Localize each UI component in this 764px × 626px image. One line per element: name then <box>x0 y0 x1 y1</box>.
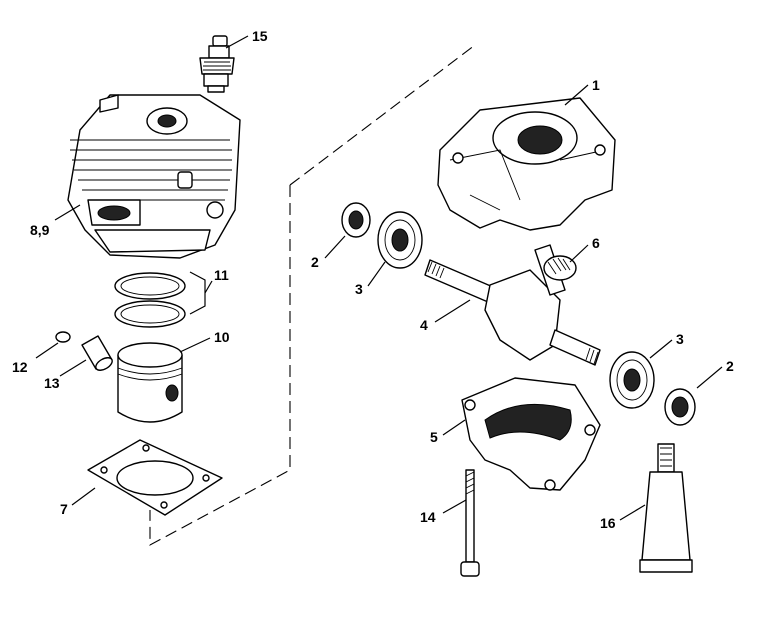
crankcase-upper[interactable] <box>437 97 616 231</box>
callout-7: 7 <box>60 501 68 517</box>
crankcase-screw[interactable] <box>460 469 480 577</box>
crankcase-lower[interactable] <box>461 377 601 491</box>
oil-seal-right[interactable] <box>664 388 696 426</box>
callout-4: 4 <box>420 317 428 333</box>
leader-lines <box>35 35 723 521</box>
callout-14: 14 <box>420 509 436 525</box>
callout-8-9: 8,9 <box>30 222 50 238</box>
spark-plug[interactable] <box>199 35 235 93</box>
piston[interactable] <box>117 342 183 423</box>
callout-5: 5 <box>430 429 438 445</box>
callout-10: 10 <box>214 329 230 345</box>
needle-cage[interactable] <box>543 255 577 281</box>
callout-2-right: 2 <box>726 358 734 374</box>
piston-rings[interactable] <box>114 272 186 328</box>
callout-13: 13 <box>44 375 60 391</box>
ball-bearing-right[interactable] <box>609 351 655 409</box>
crankshaft[interactable] <box>424 244 601 366</box>
cylinder-gasket[interactable] <box>87 439 223 516</box>
callout-6: 6 <box>592 235 600 251</box>
callout-11: 11 <box>214 267 229 283</box>
ball-bearing-left[interactable] <box>377 211 423 269</box>
piston-pin[interactable] <box>81 335 114 373</box>
group-boundary-dashed <box>149 44 476 546</box>
callout-12: 12 <box>12 359 28 375</box>
callout-2-left: 2 <box>311 254 319 270</box>
callout-3-left: 3 <box>355 281 363 297</box>
callout-1: 1 <box>592 77 600 93</box>
oil-seal-left[interactable] <box>341 202 371 238</box>
cylinder[interactable] <box>67 94 241 259</box>
callout-16: 16 <box>600 515 616 531</box>
callout-15: 15 <box>252 28 268 44</box>
grease-tube[interactable] <box>639 443 693 573</box>
circlip[interactable] <box>55 331 71 343</box>
callout-3-right: 3 <box>676 331 684 347</box>
